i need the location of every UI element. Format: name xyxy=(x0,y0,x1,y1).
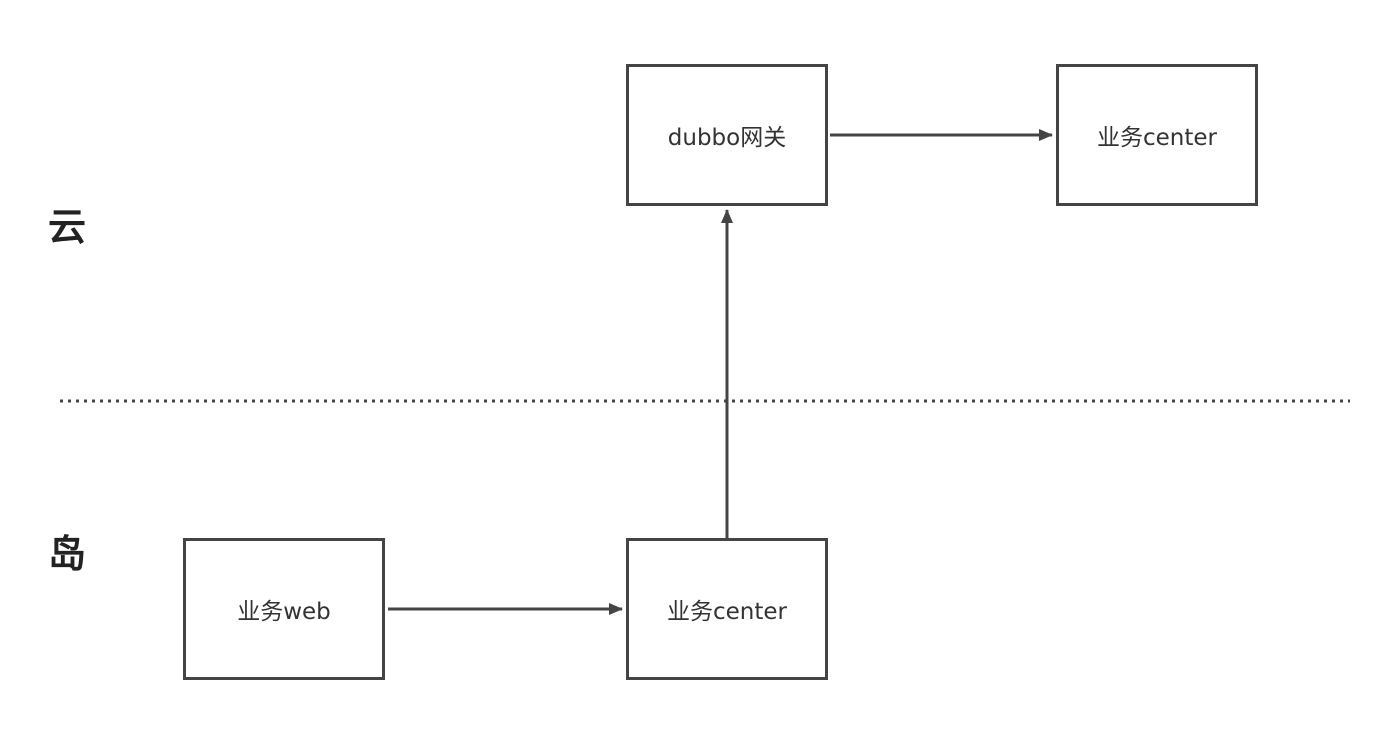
node-cloud-business-center[interactable]: 业务center xyxy=(1056,64,1258,206)
node-cloud-business-center-label: 业务center xyxy=(1097,125,1217,151)
zone-label-island: 岛 xyxy=(48,532,87,576)
zone-label-cloud: 云 xyxy=(48,205,87,249)
node-dubbo-gateway-label: dubbo网关 xyxy=(667,125,787,151)
node-island-business-center-label: 业务center xyxy=(667,599,787,625)
node-island-business-center[interactable]: 业务center xyxy=(626,538,828,680)
node-island-business-web[interactable]: 业务web xyxy=(183,538,385,680)
node-island-business-web-label: 业务web xyxy=(237,599,331,625)
node-dubbo-gateway[interactable]: dubbo网关 xyxy=(626,64,828,206)
